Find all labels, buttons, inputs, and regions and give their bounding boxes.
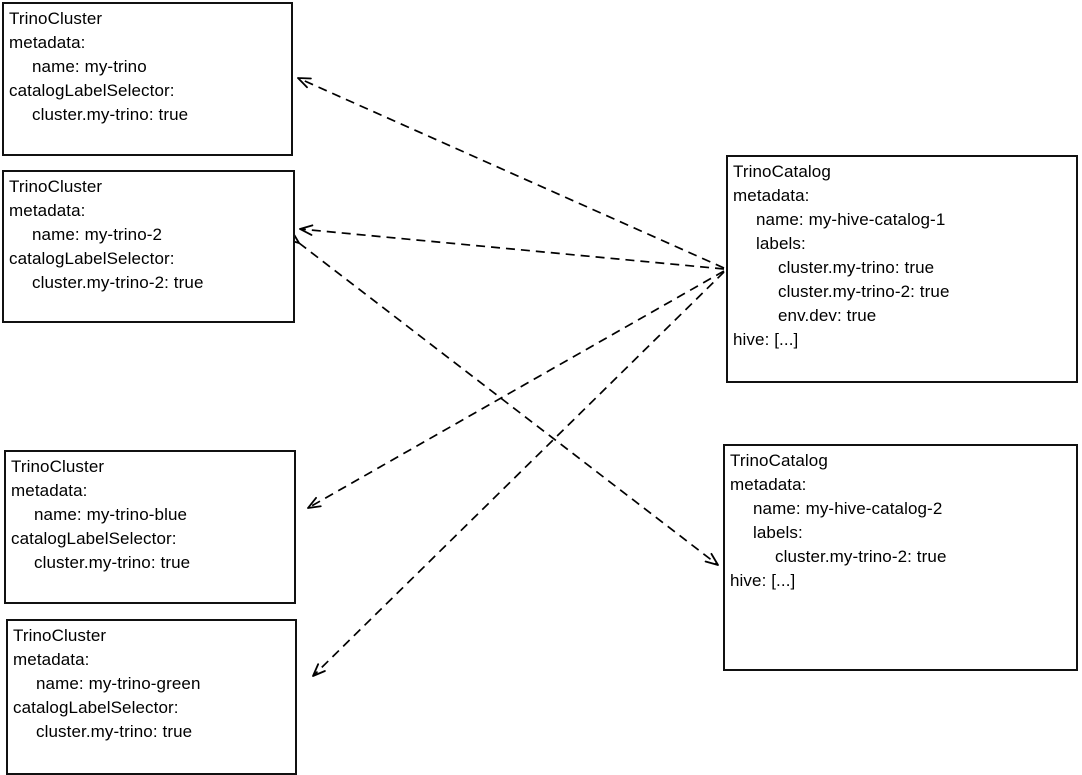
- node-line: TrinoCatalog: [730, 451, 828, 470]
- node-line: name: my-trino-green: [36, 674, 201, 693]
- node-line: metadata:: [733, 186, 810, 205]
- node-line: cluster.my-trino: true: [34, 553, 191, 572]
- node-trinocatalog-my-hive-catalog-1[interactable]: TrinoCatalog metadata: name: my-hive-cat…: [726, 155, 1078, 383]
- edge-catalog1-to-my-trino-2: [299, 224, 725, 270]
- node-line: metadata:: [9, 33, 86, 52]
- node-line: catalogLabelSelector:: [13, 698, 179, 717]
- node-line: TrinoCluster: [11, 457, 105, 476]
- node-trinocluster-my-trino[interactable]: TrinoCluster metadata: name: my-trino ca…: [2, 2, 293, 156]
- node-trinocatalog-my-hive-catalog-2[interactable]: TrinoCatalog metadata: name: my-hive-cat…: [723, 444, 1078, 671]
- node-line: TrinoCluster: [9, 177, 103, 196]
- node-line: labels:: [756, 234, 806, 253]
- node-line: cluster.my-trino-2: true: [775, 547, 947, 566]
- node-line: TrinoCluster: [13, 626, 107, 645]
- node-line: name: my-trino-2: [32, 225, 163, 244]
- node-line: metadata:: [730, 475, 807, 494]
- node-line: catalogLabelSelector:: [9, 249, 175, 268]
- node-line: metadata:: [13, 650, 90, 669]
- node-line: metadata:: [9, 201, 86, 220]
- node-line: name: my-trino-blue: [34, 505, 188, 524]
- node-line: env.dev: true: [778, 306, 877, 325]
- edge-catalog1-to-my-trino-blue: [307, 270, 725, 509]
- edge-catalog2-to-my-trino-2: [285, 230, 719, 566]
- node-line: metadata:: [11, 481, 88, 500]
- node-trinocluster-my-trino-blue[interactable]: TrinoCluster metadata: name: my-trino-bl…: [4, 450, 296, 604]
- node-trinocluster-my-trino-green[interactable]: TrinoCluster metadata: name: my-trino-gr…: [6, 619, 297, 775]
- node-line: hive: [...]: [733, 330, 799, 349]
- node-line: cluster.my-trino: true: [36, 722, 193, 741]
- node-trinocluster-my-trino-2[interactable]: TrinoCluster metadata: name: my-trino-2 …: [2, 170, 295, 323]
- node-line: cluster.my-trino: true: [32, 105, 189, 124]
- node-line: catalogLabelSelector:: [9, 81, 175, 100]
- node-line: cluster.my-trino: true: [778, 258, 935, 277]
- node-line: TrinoCluster: [9, 9, 103, 28]
- node-line: catalogLabelSelector:: [11, 529, 177, 548]
- edge-catalog1-to-my-trino: [297, 77, 725, 269]
- node-line: name: my-trino: [32, 57, 147, 76]
- node-line: cluster.my-trino-2: true: [32, 273, 204, 292]
- node-line: TrinoCatalog: [733, 162, 831, 181]
- node-line: labels:: [753, 523, 803, 542]
- edge-catalog1-to-my-trino-green: [312, 271, 725, 677]
- node-line: cluster.my-trino-2: true: [778, 282, 950, 301]
- node-line: name: my-hive-catalog-1: [756, 210, 946, 229]
- node-line: name: my-hive-catalog-2: [753, 499, 943, 518]
- node-line: hive: [...]: [730, 571, 796, 590]
